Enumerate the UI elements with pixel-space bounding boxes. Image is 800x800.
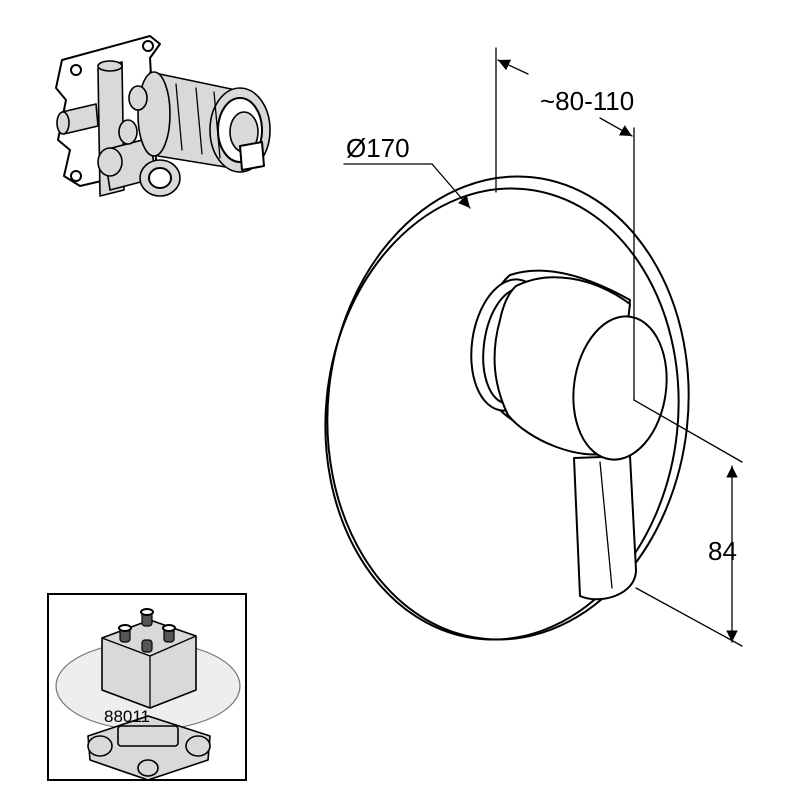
valve-body-drawing xyxy=(55,35,271,197)
dimension-lines xyxy=(343,47,743,647)
mixer-handle xyxy=(470,269,668,601)
lever-height-dimension-label: 84 xyxy=(708,536,737,566)
projection-dimension-label: ~80-110 xyxy=(540,86,634,116)
inset-product-number: 88011 xyxy=(104,707,150,726)
inset-box xyxy=(47,593,247,781)
diameter-dimension-label: Ø170 xyxy=(346,133,410,163)
